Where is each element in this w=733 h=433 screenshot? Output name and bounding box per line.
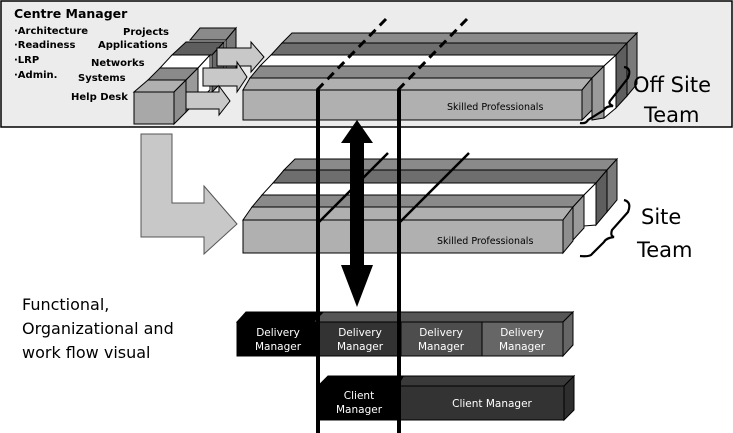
caption-line-3: work flow visual [22, 343, 150, 362]
delivery-manager-box-2 [318, 321, 402, 357]
client-manager-row [316, 374, 576, 422]
delivery-manager-row [235, 310, 575, 358]
client-manager-1-line1: Client [344, 390, 374, 402]
offsite-team-label-2: Team [643, 103, 700, 127]
down-right-flow-arrow [140, 133, 238, 256]
site-team-label-1: Site [641, 205, 681, 229]
bullet-readiness: ·Readiness [14, 40, 75, 51]
site-brace [579, 198, 631, 258]
caption-line-1: Functional, [22, 295, 109, 314]
delivery-manager-1-line2: Manager [255, 341, 302, 353]
two-way-arrow-icon [341, 120, 373, 307]
client-manager-1-top [318, 376, 404, 386]
centre-manager-title: Centre Manager [14, 6, 128, 21]
bullet-architecture: ·Architecture [14, 26, 88, 37]
delivery-manager-box-3 [400, 321, 483, 357]
client-manager-1-line2: Manager [336, 404, 383, 416]
delivery-manager-4-line1: Delivery [500, 327, 544, 339]
label-networks: Networks [91, 58, 145, 69]
delivery-manager-3-line1: Delivery [419, 327, 463, 339]
site-bars [242, 157, 619, 255]
offsite-skilled-professionals-label: Skilled Professionals [447, 102, 543, 113]
caption-line-2: Organizational and [22, 319, 174, 338]
delivery-manager-1-top [237, 312, 324, 322]
delivery-manager-box-1 [236, 321, 320, 357]
delivery-manager-2-line1: Delivery [338, 327, 382, 339]
flow-arrows [185, 40, 265, 117]
client-manager-box-2 [399, 385, 565, 421]
delivery-manager-3-line2: Manager [418, 341, 465, 353]
delivery-manager-box-4 [481, 321, 564, 357]
delivery-manager-1-line1: Delivery [256, 327, 300, 339]
site-skilled-professionals-label: Skilled Professionals [437, 236, 533, 247]
offsite-dashed-lines [315, 17, 469, 92]
bullet-lrp: ·LRP [14, 55, 39, 66]
client-manager-2-label: Client Manager [452, 398, 532, 410]
offsite-brace [579, 65, 631, 125]
label-systems: Systems [78, 73, 126, 84]
offsite-team-label-1: Off Site [633, 73, 711, 97]
bullet-admin: ·Admin. [14, 70, 57, 81]
label-projects: Projects [123, 27, 169, 38]
delivery-manager-2-line2: Manager [337, 341, 384, 353]
vertical-connector-lines-front [316, 300, 401, 433]
delivery-manager-4-line2: Manager [499, 341, 546, 353]
label-applications: Applications [98, 40, 168, 51]
site-team-label-2: Team [636, 238, 693, 262]
label-help-desk: Help Desk [71, 92, 128, 103]
